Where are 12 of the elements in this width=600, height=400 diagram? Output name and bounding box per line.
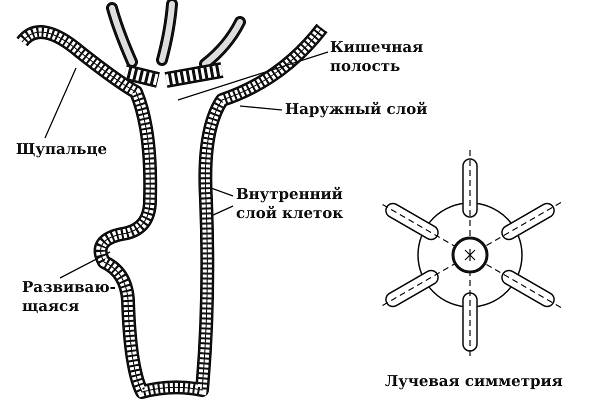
- callout-label: Щупальце: [16, 140, 116, 159]
- leader-line: [210, 205, 234, 217]
- callout-label: Кишечная полость: [330, 38, 440, 76]
- leader-line: [210, 187, 234, 197]
- callout-label: Наружный слой: [285, 100, 455, 119]
- leader-line: [44, 68, 77, 138]
- leader-line: [178, 51, 328, 101]
- callout-label: Внутренний слой клеток: [236, 185, 366, 223]
- leader-line: [60, 251, 110, 279]
- leader-line: [240, 105, 282, 111]
- callout-label: Развиваю- щаяся: [22, 278, 117, 316]
- caption: Лучевая симметрия: [385, 372, 563, 391]
